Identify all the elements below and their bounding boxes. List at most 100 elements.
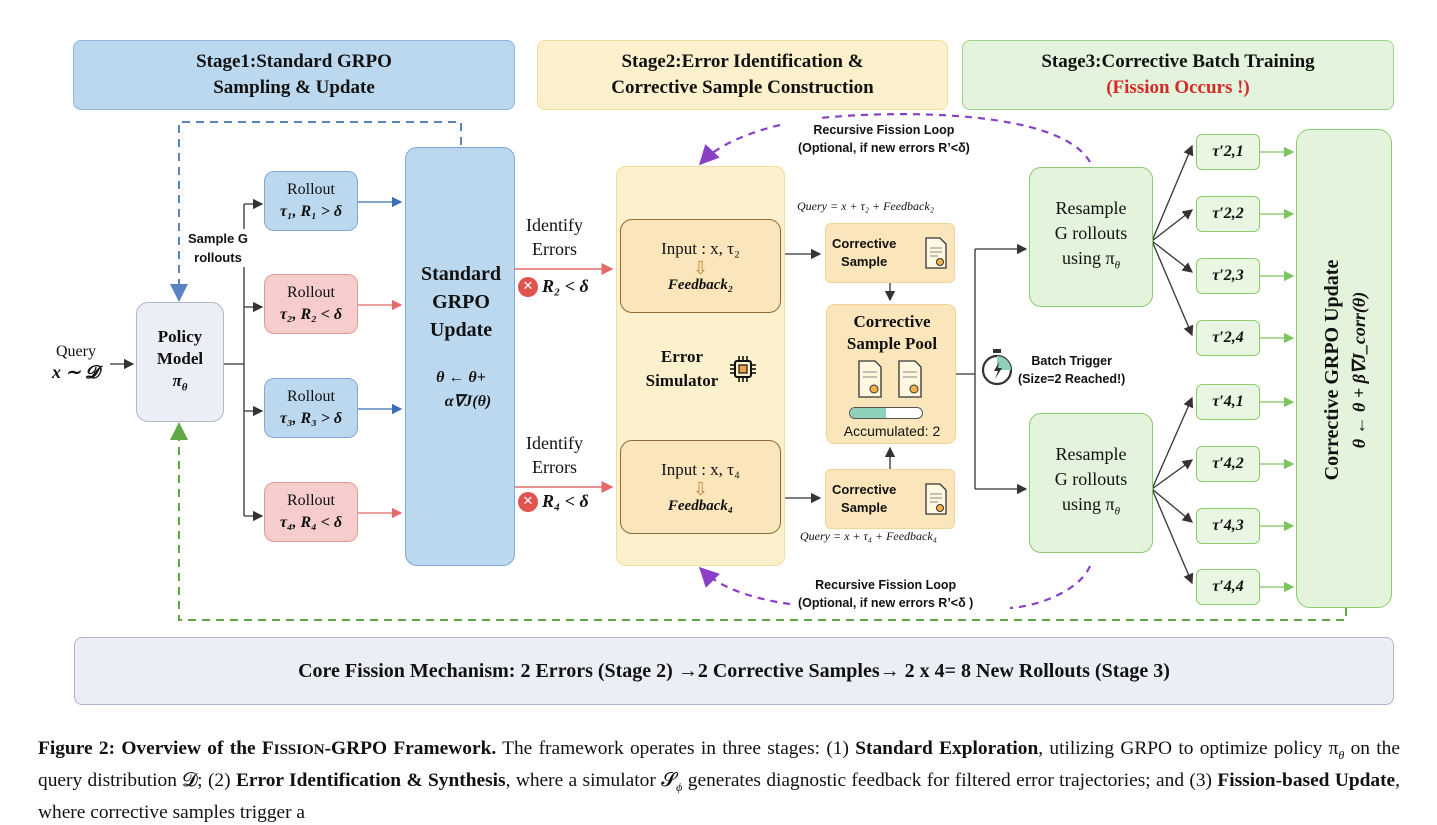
error-input-text: Input : x, τ₄ (661, 459, 740, 479)
grpo-line3: Update (429, 319, 493, 341)
loop-line2: (Optional, if new errors R’<δ ) (798, 596, 974, 610)
corrective-grpo-update: Corrective GRPO Update θ ← θ + β∇J_corr(… (1296, 129, 1392, 608)
resample-line3: using πθ (1062, 492, 1120, 525)
rollout-title: Rollout (286, 181, 335, 198)
policy-pi-sub: θ (181, 381, 188, 394)
corrective-update-text: Corrective GRPO Update θ ← θ + β∇J_corr(… (1318, 160, 1372, 580)
grpo-line2: GRPO (432, 291, 490, 313)
stage3-fission-note: (Fission Occurs !) (1106, 77, 1250, 98)
caption-text-5: generates diagnostic feedback for filter… (682, 769, 1218, 791)
rollout-2: Rollout τ₂, R₂ < δ (264, 274, 358, 334)
simulator-line2: Simulator (645, 371, 719, 390)
rollout-condition: τ₃, R₃ > δ (279, 410, 343, 427)
error-x-icon: ✕ (518, 491, 538, 512)
figure-caption: Figure 2: Overview of the FISSION-GRPO F… (38, 736, 1400, 825)
resample-block-2: Resample G rollouts using πθ (1029, 413, 1153, 553)
query-distribution: x ∼ 𝓓 (52, 362, 99, 382)
simulator-line1: Error (660, 347, 704, 366)
rollout-title: Rollout (286, 492, 335, 509)
core-fission-mechanism: Core Fission Mechanism: 2 Errors (Stage … (74, 637, 1394, 705)
resample-line2: G rollouts (1054, 222, 1128, 243)
rollout-3: Rollout τ₃, R₃ > δ (264, 378, 358, 438)
corrective-sample-1: Corrective Sample (825, 223, 955, 283)
pool-accumulated: Accumulated: 2 (843, 423, 941, 439)
rollout-4: Rollout τ₄, R₄ < δ (264, 482, 358, 542)
corrective-sample-pool: Corrective Sample Pool Accumulated: 2 (826, 304, 956, 444)
resample-line3: using πθ (1062, 246, 1120, 279)
rollout-condition: τ₄, R₄ < δ (279, 514, 343, 531)
document-icon (925, 483, 947, 515)
caption-text-4: , where a simulator 𝓢 (505, 769, 677, 791)
caption-text-3: on the query distribution 𝓓; (2) (38, 738, 1400, 791)
grpo-title: Standard GRPO Update (406, 260, 516, 344)
corrective-update-title: Corrective GRPO Update (1321, 259, 1343, 481)
error-condition-2: ✕ R₄ < δ (518, 491, 589, 512)
error-simulator: Error Simulator (627, 345, 777, 393)
resample-line1: Resample (1055, 197, 1127, 218)
error-condition-1: ✕ R₂ < δ (518, 276, 589, 297)
tau-box: τ′2,2 (1196, 196, 1260, 232)
query-label: Query (56, 343, 96, 360)
caption-text-1: The framework operates in three stages: … (496, 738, 856, 759)
feedback-text: Feedback₄ (667, 497, 734, 514)
loop-line1: Recursive Fission Loop (815, 578, 957, 592)
policy-symbol: πθ (173, 370, 188, 398)
grpo-line1: Standard (420, 263, 502, 285)
loop-line1: Recursive Fission Loop (813, 123, 955, 137)
sample-g-line2: rollouts (194, 250, 242, 265)
policy-model: Policy Model πθ (136, 302, 224, 422)
stage3-header: Stage3:Corrective Batch Training (Fissio… (962, 40, 1394, 110)
rollout-condition: τ₂, R₂ < δ (279, 306, 343, 323)
resample-policy-text: using π (1062, 247, 1115, 268)
stage2-title: Stage2:Error Identification & (621, 51, 864, 72)
trigger-line1: Batch Trigger (1031, 354, 1112, 368)
batch-trigger-label: Batch Trigger (Size=2 Reached!) (1018, 352, 1125, 388)
policy-line1: Policy (157, 326, 203, 346)
resample-line1: Resample (1055, 443, 1127, 464)
caption-bold-1: Standard Exploration (855, 738, 1039, 759)
tau-box: τ′4,2 (1196, 446, 1260, 482)
down-arrow-icon: ⇩ (692, 257, 709, 278)
caption-fig-label: Figure 2: Overview of the F (38, 738, 274, 759)
rollout-title: Rollout (286, 284, 335, 301)
corrective-sample-2: Corrective Sample (825, 469, 955, 529)
corrective-query-2: Query = x + τ₄ + Feedback₄ (800, 529, 937, 543)
resample-line2: G rollouts (1054, 468, 1128, 489)
stage1-title: Stage1:Standard GRPO (196, 51, 392, 72)
error-input-text: Input : x, τ₂ (661, 238, 740, 258)
recursive-loop-label-top: Recursive Fission Loop (Optional, if new… (798, 121, 970, 157)
error-input-2: Input : x, τ₄ ⇩ Feedback₄ (620, 440, 781, 534)
tau-box: τ′4,3 (1196, 508, 1260, 544)
standard-grpo-update: Standard GRPO Update θ ← θ+ α∇J(θ) (405, 147, 515, 566)
error-x-icon: ✕ (518, 276, 538, 297)
corrective-update-formula: θ ← θ + β∇J_corr(θ) (1349, 291, 1369, 449)
loop-line2: (Optional, if new errors R’<δ) (798, 141, 970, 155)
error-condition-text: R₂ < δ (542, 276, 589, 296)
feedback-text: Feedback₂ (667, 276, 734, 293)
caption-sub-phi: ϕ (676, 779, 683, 794)
chip-icon (730, 356, 757, 382)
caption-sub-theta: θ (1338, 747, 1345, 762)
policy-pi: π (172, 370, 182, 390)
error-simulator-panel: Input : x, τ₂ ⇩ Feedback₂ Error Simulato… (616, 166, 785, 566)
tau-box: τ′4,1 (1196, 384, 1260, 420)
sample-g-line1: Sample G (188, 231, 248, 246)
identify-line1: Identify (526, 433, 583, 453)
grpo-formula: θ ← θ+ α∇J(θ) (406, 366, 516, 414)
caption-text-2: , utilizing GRPO to optimize policy π (1038, 738, 1339, 759)
identify-errors-2: Identify Errors (526, 431, 583, 479)
caption-fig-rest: -GRPO Framework. (324, 738, 497, 759)
error-condition-text: R₄ < δ (542, 491, 589, 511)
error-input-1: Input : x, τ₂ ⇩ Feedback₂ (620, 219, 781, 313)
corrective-sample-label: Corrective Sample (832, 235, 896, 271)
identify-line1: Identify (526, 215, 583, 235)
stage1-header: Stage1:Standard GRPO Sampling & Update (73, 40, 515, 110)
rollout-1: Rollout τ₁, R₁ > δ (264, 171, 358, 231)
caption-fig-smallcaps: ISSION (273, 742, 325, 758)
rollout-title: Rollout (286, 388, 335, 405)
tau-box: τ′2,1 (1196, 134, 1260, 170)
corr-line1: Corrective (832, 482, 897, 497)
caption-bold-3: Fission-based Update (1217, 769, 1396, 791)
recursive-loop-label-bottom: Recursive Fission Loop (Optional, if new… (798, 576, 973, 612)
